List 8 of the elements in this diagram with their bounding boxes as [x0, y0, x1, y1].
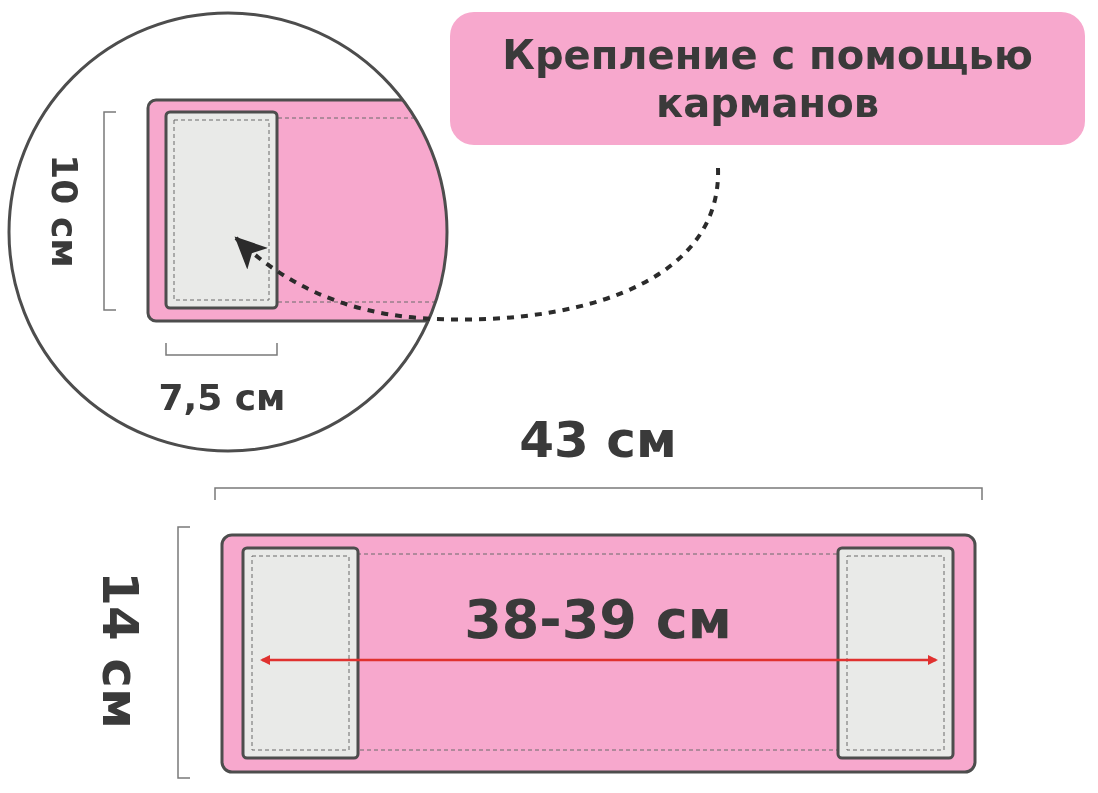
curved-arrow [234, 167, 720, 322]
dimension-label: 14 см [95, 571, 145, 729]
dimension-label: 38-39 см [464, 593, 732, 647]
callout-box: Крепление с помощью карманов [450, 12, 1085, 145]
pocket [164, 110, 279, 310]
dimension-label: 10 см [46, 154, 82, 268]
dimension-label: 43 см [519, 415, 677, 465]
dimension-label: 7,5 см [158, 380, 286, 416]
